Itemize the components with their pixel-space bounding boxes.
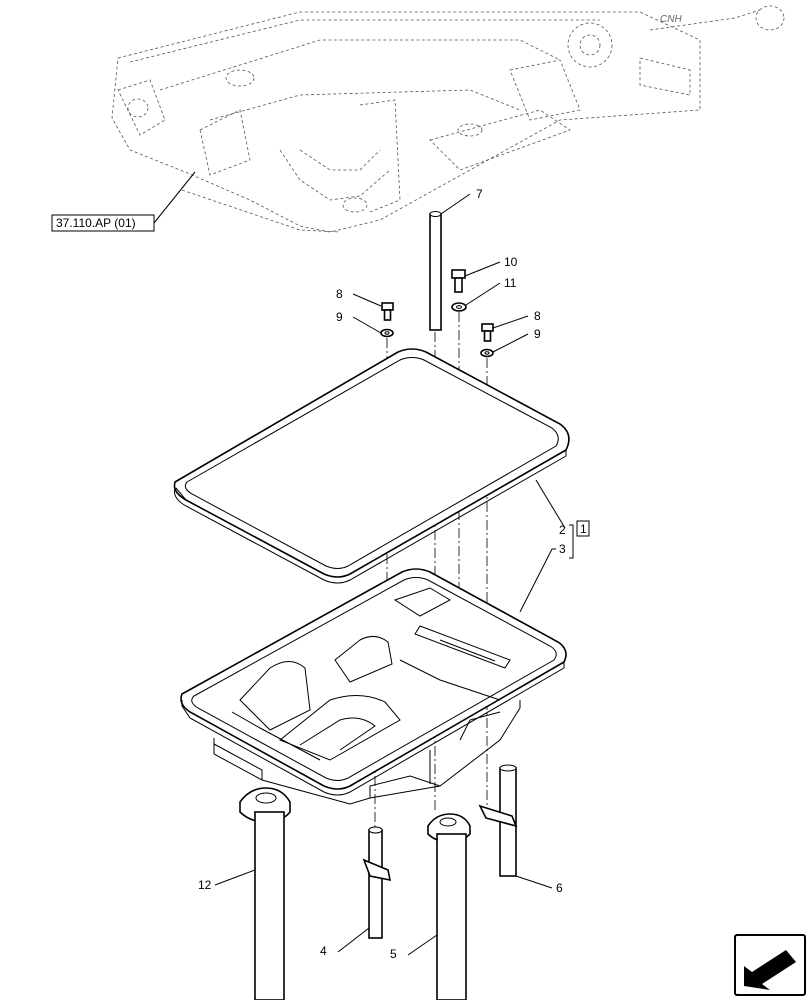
next-page-arrow-icon[interactable]	[734, 934, 806, 996]
leader-11	[465, 282, 501, 306]
bolt-10	[451, 269, 466, 293]
callout-11: 11	[504, 276, 517, 290]
leader-8-right	[492, 315, 529, 329]
oil-pan-3	[180, 568, 567, 805]
leader-8-left	[352, 293, 382, 307]
washer-9-right	[480, 348, 494, 358]
callout-7: 7	[476, 187, 483, 201]
leader-9-left	[352, 316, 382, 334]
callout-4: 4	[320, 944, 327, 958]
leader-2	[535, 479, 566, 529]
leader-10	[464, 261, 501, 277]
reference-leader	[153, 171, 196, 224]
leader-9-right	[492, 333, 529, 353]
tube-6	[478, 764, 518, 877]
tube-5	[427, 813, 471, 1000]
leader-3	[519, 548, 553, 613]
svg-text:CNH: CNH	[660, 14, 682, 25]
callout-9-right: 9	[534, 327, 541, 341]
washer-9-left	[380, 328, 394, 338]
leader-12	[214, 869, 256, 886]
callout-3: 3	[559, 542, 566, 556]
leader-5	[407, 934, 438, 956]
bolt-8-right	[481, 323, 494, 342]
callout-8-right: 8	[534, 309, 541, 323]
callout-1: 1	[580, 522, 587, 536]
callout-10: 10	[504, 255, 518, 269]
tube-12	[239, 787, 291, 1000]
background-housing-assembly: CNH	[111, 5, 785, 233]
leader-4	[337, 927, 370, 953]
pin-7	[429, 211, 442, 331]
callout-9-left: 9	[336, 310, 343, 324]
leader-7	[440, 193, 471, 215]
washer-11	[451, 302, 467, 312]
callout-8-left: 8	[336, 287, 343, 301]
gasket-2	[173, 348, 570, 584]
kit-box	[576, 520, 590, 537]
callout-5: 5	[390, 947, 397, 961]
tube-4	[362, 826, 392, 939]
callout-2: 2	[559, 523, 566, 537]
leader-6	[515, 875, 553, 889]
kit-bracket	[569, 524, 574, 559]
callout-6: 6	[556, 881, 563, 895]
reference-link[interactable]: 37.110.AP (01)	[51, 171, 196, 232]
reference-label[interactable]: 37.110.AP (01)	[56, 216, 136, 230]
bolt-8-left	[381, 302, 394, 321]
callout-12: 12	[198, 878, 212, 892]
